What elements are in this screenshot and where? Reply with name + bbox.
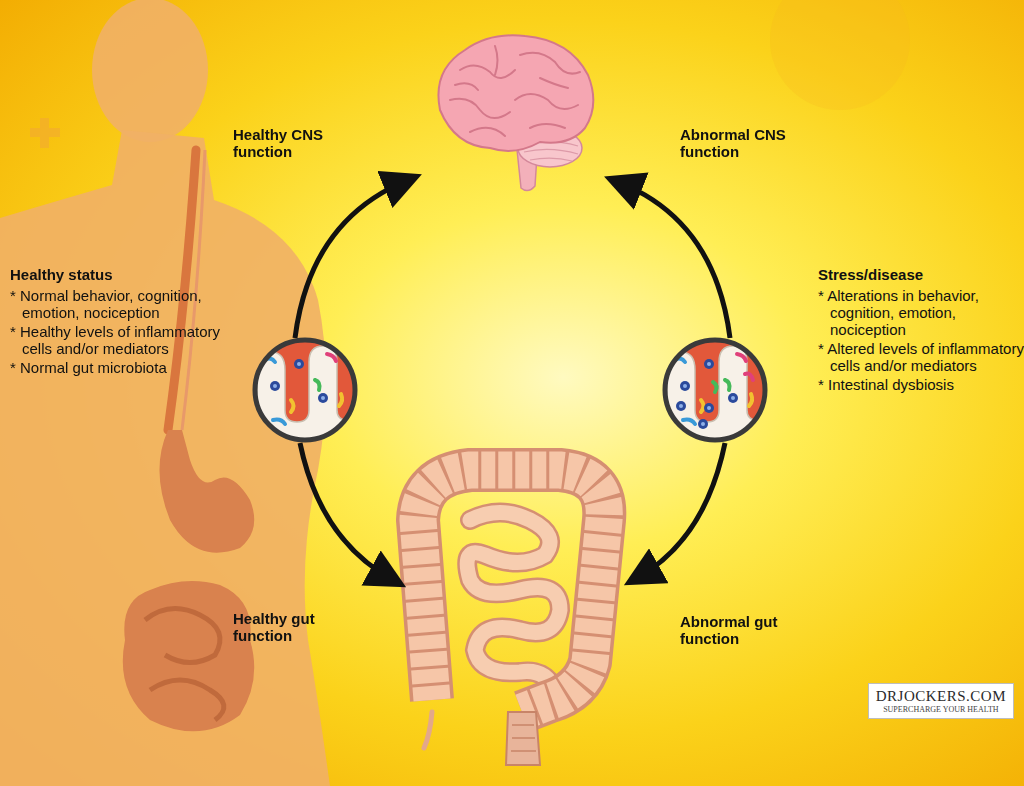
dysbiosis-inset-part-part [701,422,705,426]
bullet-item: * Normal gut microbiota [10,359,222,376]
dysbiosis-inset-part-part [679,404,683,408]
intestine-part [418,470,604,712]
cns-function-label: Abnormal CNS function [680,126,805,160]
healthy-gut-inset-part-part [250,335,360,450]
dysbiosis-inset-part-part [676,401,686,411]
intestine-part [467,513,560,691]
dysbiosis-inset-part-part [752,425,762,435]
status-heading: Healthy status [10,266,210,283]
background-plus-part [770,0,910,110]
brain-part [450,46,580,136]
intestine [418,470,604,765]
status-heading: Stress/disease [818,266,1018,283]
logo-box: DRJOCKERS.COMSUPERCHARGE YOUR HEALTH [868,683,1014,719]
healthy-gut-inset-part [255,340,355,440]
brain-part [438,35,593,151]
gut-function-label: Abnormal gut function [680,613,805,647]
brain [438,35,593,190]
dysbiosis-inset-part-part [704,403,714,413]
bullet-item: * Alterations in behavior, cognition, em… [818,287,1024,338]
dysbiosis-inset-part-part [755,428,759,432]
axis-arrows [295,180,730,580]
background-plus-part [40,118,49,148]
dysbiosis-inset-part-part [660,335,770,450]
dysbiosis-inset-part-part [707,406,711,410]
logo-text: DRJOCKERS.COM [876,688,1006,705]
human-silhouette-part [123,581,254,731]
dysbiosis-inset-part-part [698,419,708,429]
logo-tagline: SUPERCHARGE YOUR HEALTH [876,705,1006,715]
axis-arrows-part [637,443,725,578]
intestine-part [467,513,560,691]
bullet-item: * Altered levels of inflammatory cells a… [818,340,1024,374]
axis-arrows-part [295,180,408,338]
dysbiosis-inset-part-part [745,374,753,380]
dysbiosis-inset-part [665,340,765,440]
bullet-item: * Intestinal dysbiosis [818,376,1024,393]
intestine-part [424,712,432,748]
axis-arrows-part [300,443,393,580]
intestine-part [511,725,536,751]
human-silhouette-part [145,609,224,720]
cns-function-label: Healthy CNS function [233,126,358,160]
intestine-part [418,470,604,712]
bullet-item: * Healthy levels of inflammatory cells a… [10,323,222,357]
dysbiosis-inset-part [660,335,770,450]
healthy-gut-inset [250,335,360,450]
dysbiosis-inset [660,335,770,450]
healthy-gut-inset-part [250,335,360,450]
human-silhouette-part [92,0,208,142]
axis-arrows-part [618,182,730,338]
dysbiosis-inset-part-part [713,382,717,392]
bullet-item: * Normal behavior, cognition, emotion, n… [10,287,222,321]
intestine-part [506,712,540,765]
human-silhouette-part [0,130,330,786]
gut-function-label: Healthy gut function [233,610,358,644]
human-silhouette-part [159,430,254,553]
